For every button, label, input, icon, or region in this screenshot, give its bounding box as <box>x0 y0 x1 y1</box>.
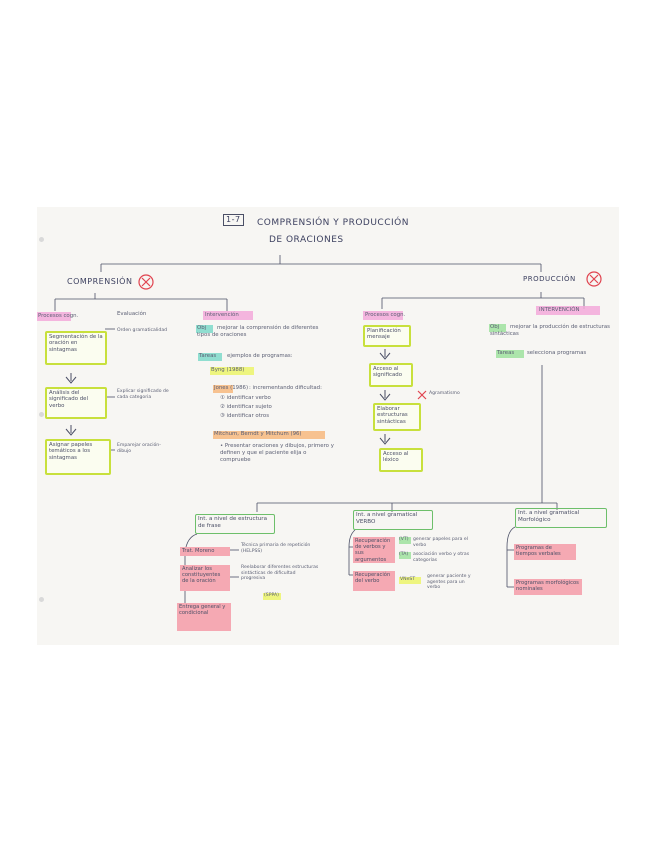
right-tareas-tag: Tareas <box>497 350 515 356</box>
left-step-segmentacion: Segmentación de la oración en sintagmas <box>45 331 107 365</box>
punch-hole <box>39 597 44 602</box>
left-mitchum-text: • Presentar oraciones y dibujos, primero… <box>220 443 334 463</box>
left-obj-text: mejorar la comprensión de diferentes tip… <box>197 325 319 338</box>
highlight <box>399 537 411 544</box>
bottom-level1-moreno-note: Técnica primaria de repetición (HELPSS) <box>241 543 311 554</box>
highlight <box>536 306 600 315</box>
highlight <box>196 325 213 333</box>
right-procesos-label: Procesos cogn. <box>365 312 406 318</box>
right-obj-text: mejorar la producción de estructuras sin… <box>490 324 610 337</box>
left-obj-tag: Obj <box>197 325 207 331</box>
bottom-level2-box: Int. a nivel gramatical VERBO <box>353 510 433 530</box>
left-tareas-text: ejemplos de programas: <box>227 353 293 359</box>
right-step-estructuras: Elaborar estructuras sintácticas <box>373 403 421 431</box>
left-byng: Byng (1988) <box>211 367 245 373</box>
bottom-level2-recuperacion-verbo: Recuperación del verbo <box>353 571 395 591</box>
right-step-acceso-significado: Acceso al significado <box>369 363 413 387</box>
right-intervencion-label: INTERVENCIÓN <box>539 307 580 313</box>
page-title-line2: DE ORACIONES <box>269 235 344 245</box>
title-number-box: 1-7 <box>223 214 244 226</box>
highlight <box>203 311 253 320</box>
right-tareas-text: selecciona programas <box>527 350 587 356</box>
left-step-sujeto: ② identificar sujeto <box>220 404 272 410</box>
bottom-level2-vt-tag: (VT) <box>399 537 409 542</box>
produccion-heading: PRODUCCIÓN <box>523 275 576 283</box>
bottom-level1-analizar: Analizar los constituyentes de la oració… <box>180 565 230 591</box>
left-jones: Jones (1986) <box>214 385 249 391</box>
left-note-explicar: Explicar significado de cada categoria <box>117 389 169 400</box>
cross-icon <box>138 274 154 290</box>
left-step-verbo: ① identificar verbo <box>220 395 271 401</box>
bottom-level2-vnest-tag: VNeST <box>400 577 416 582</box>
right-agramatismo: Agramatismo <box>429 391 460 396</box>
bottom-level3-tiempos: Programas de tiempos verbales <box>514 544 576 560</box>
highlight <box>37 312 71 321</box>
bottom-level3-box: Int. a nivel gramatical Morfológico <box>515 508 607 528</box>
bottom-level1-sppa-tag: (SPPA) <box>264 593 279 598</box>
highlight <box>210 367 254 375</box>
bottom-level2-recuperacion-verbos: Recuperación de verbos y sus argumentos <box>353 537 395 563</box>
notebook-page: 1-7 COMPRENSIÓN Y PRODUCCIÓN DE ORACIONE… <box>37 207 619 645</box>
left-step-otros: ③ identificar otros <box>220 413 270 419</box>
left-note-orden: Orden gramaticalidad <box>117 328 168 333</box>
highlight <box>198 353 222 361</box>
right-step-planificacion: Planificación mensaje <box>363 325 411 347</box>
left-note-emparejar: Emparejar oración-dibujo <box>117 443 161 454</box>
left-jones-text: : incrementando dificultad: <box>249 385 322 391</box>
right-obj-tag: Obj <box>490 324 500 330</box>
punch-hole <box>39 237 44 242</box>
left-mitchum: Mitchum, Berndt y Mitchum (96) <box>214 431 302 437</box>
bottom-level2-ta-note: asociación verbo y otras categorías <box>413 552 470 563</box>
bottom-level1-box: Int. a nivel de estructura de frase <box>195 514 275 534</box>
right-step-acceso-lexico: Acceso al léxico <box>379 448 423 472</box>
left-step-analisis: Análisis del significado del verbo <box>45 387 107 419</box>
left-procesos-label: Procesos cogn. <box>38 313 79 319</box>
bottom-level1-entrega: Entrega general y condicional <box>177 603 231 631</box>
highlight <box>496 350 524 358</box>
bottom-level2-ta-tag: (TA) <box>399 552 409 557</box>
highlight <box>489 324 506 332</box>
comprension-heading: COMPRENSIÓN <box>67 277 133 286</box>
bottom-level3-morfologicos: Programas morfológicos nominales <box>514 579 582 595</box>
bottom-level1-analizar-note: Reelaborar diferentes estructuras sintác… <box>241 565 319 582</box>
bottom-level1-moreno: Trat. Moreno <box>180 547 230 556</box>
highlight <box>213 431 325 439</box>
punch-hole <box>39 412 44 417</box>
page-title-line1: COMPRENSIÓN Y PRODUCCIÓN <box>257 218 409 228</box>
highlight <box>363 311 403 320</box>
left-intervencion-label: Intervención <box>205 312 239 318</box>
bottom-level2-vnest-note: generar paciente y agentes para un verbo <box>427 574 471 591</box>
left-tareas-tag: Tareas <box>199 353 217 359</box>
left-step-asignar: Asignar papeles temáticos a los sintagma… <box>45 439 111 475</box>
highlight <box>399 552 411 559</box>
bottom-level2-vt-note: generar papeles para el verbo <box>413 537 468 548</box>
left-evaluacion-label: Evaluación <box>117 311 147 317</box>
highlight <box>399 577 421 584</box>
highlight <box>263 593 281 600</box>
highlight <box>213 385 233 393</box>
